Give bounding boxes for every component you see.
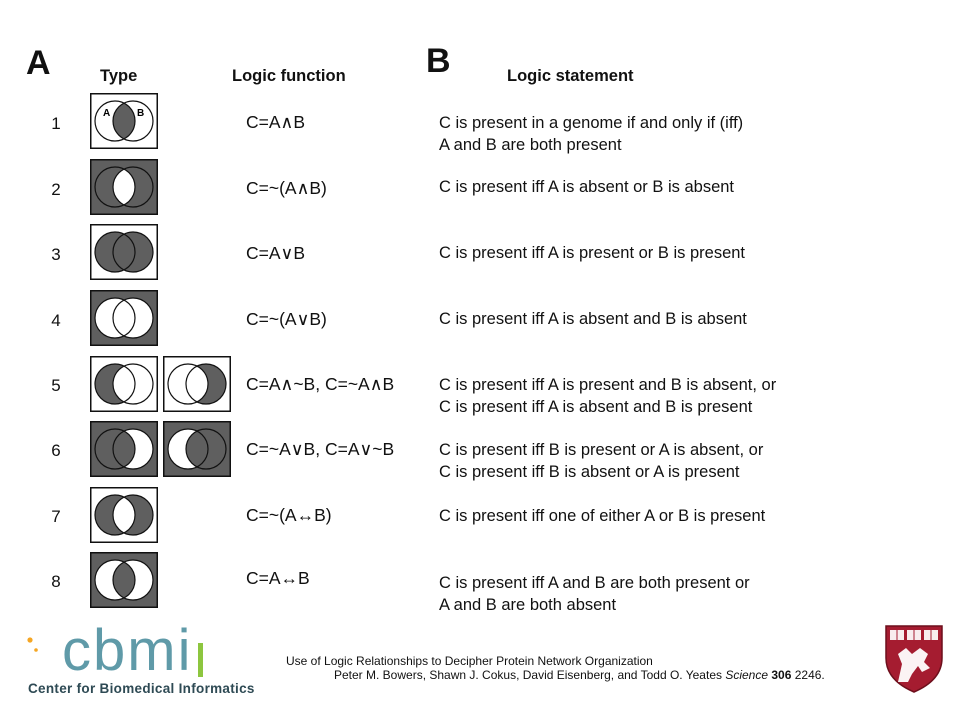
- logic-function: C=~(A∨B): [246, 309, 327, 329]
- logic-statement-header: Logic statement: [507, 67, 634, 85]
- logic-statement: C is present iff B is present or A is ab…: [439, 439, 763, 483]
- row-number: 1: [51, 114, 61, 133]
- cbmi-logo: cbmi Center for Biomedical Informatics: [22, 622, 272, 700]
- cbmi-i-green-bar: [198, 643, 203, 677]
- logic-statement: C is present iff A is present and B is a…: [439, 374, 776, 418]
- row-number: 5: [51, 376, 61, 395]
- logic-statement-line: A and B are both absent: [439, 596, 617, 614]
- row-number: 7: [51, 507, 61, 526]
- cbmi-subtitle: Center for Biomedical Informatics: [28, 681, 255, 696]
- citation-title: Use of Logic Relationships to Decipher P…: [286, 654, 653, 668]
- venn-diagram-icon: [90, 224, 158, 280]
- citation: Use of Logic Relationships to Decipher P…: [286, 654, 825, 682]
- venn-diagram-icon: [90, 421, 158, 477]
- logic-statement: C is present iff A is present or B is pr…: [439, 242, 745, 264]
- citation-volume: 306: [771, 668, 792, 682]
- citation-pages: 2246.: [791, 668, 825, 682]
- row-number: 8: [51, 572, 61, 591]
- logic-statement-line: C is present in a genome if and only if …: [439, 114, 744, 132]
- venn-diagram-icon: [163, 356, 231, 412]
- logic-function: C=A∧B: [246, 112, 306, 132]
- venn-diagram-icon: [90, 356, 158, 412]
- logic-statement-line: C is present iff A is present and B is a…: [439, 376, 777, 394]
- logic-statement-line: C is present iff A is present or B is pr…: [439, 244, 746, 262]
- logic-function: C=A∨B: [246, 243, 306, 263]
- citation-journal: Science: [725, 668, 769, 682]
- cbmi-accent-dots-icon: [27, 637, 38, 652]
- harvard-shield-icon: [885, 625, 943, 693]
- row-number: 4: [51, 311, 61, 330]
- logic-function: C=A∧~B, C=~A∧B: [246, 374, 395, 394]
- venn-diagram-icon: [90, 552, 158, 608]
- row-number: 6: [51, 441, 61, 460]
- panel-b-label: B: [426, 42, 451, 80]
- logic-function: C=~(A↔B): [246, 505, 332, 525]
- logic-statement-line: A and B are both present: [439, 136, 622, 154]
- logic-statement-line: C is present iff A is absent and B is pr…: [439, 398, 753, 416]
- row-number: 2: [51, 180, 61, 199]
- cbmi-wordmark: cbmi: [62, 618, 193, 683]
- logic-function: C=A↔B: [246, 568, 310, 588]
- logic-statement-line: C is present iff one of either A or B is…: [439, 507, 766, 525]
- citation-authors: Peter M. Bowers, Shawn J. Cokus, David E…: [334, 668, 726, 682]
- logic-statement-line: C is present iff A is absent and B is ab…: [439, 310, 747, 328]
- row-number: 3: [51, 245, 61, 264]
- citation-authors-line: Peter M. Bowers, Shawn J. Cokus, David E…: [286, 668, 825, 682]
- venn-diagram-icon: [163, 421, 231, 477]
- logic-statement: C is present iff one of either A or B is…: [439, 505, 765, 527]
- logic-statement: C is present iff A is absent or B is abs…: [439, 176, 734, 198]
- venn-label-b: B: [137, 108, 144, 119]
- type-header: Type: [100, 67, 138, 85]
- venn-label-a: A: [103, 108, 110, 119]
- venn-diagram-icon: [90, 159, 158, 215]
- logic-statement-line: C is present iff A and B are both presen…: [439, 574, 750, 592]
- logic-statement-line: C is present iff A is absent or B is abs…: [439, 178, 735, 196]
- logic-statement-line: C is present iff B is absent or A is pre…: [439, 463, 740, 481]
- logic-statement: C is present iff A is absent and B is ab…: [439, 308, 747, 330]
- logic-statement-line: C is present iff B is present or A is ab…: [439, 441, 764, 459]
- venn-diagram-icon: [90, 290, 158, 346]
- logic-function-header: Logic function: [232, 67, 346, 85]
- panel-a-label: A: [26, 44, 51, 82]
- venn-diagram-icon: [90, 487, 158, 543]
- logic-statement: C is present in a genome if and only if …: [439, 112, 743, 156]
- logic-function: C=~(A∧B): [246, 178, 327, 198]
- logic-function: C=~A∨B, C=A∨~B: [246, 439, 395, 459]
- logic-statement: C is present iff A and B are both presen…: [439, 572, 750, 616]
